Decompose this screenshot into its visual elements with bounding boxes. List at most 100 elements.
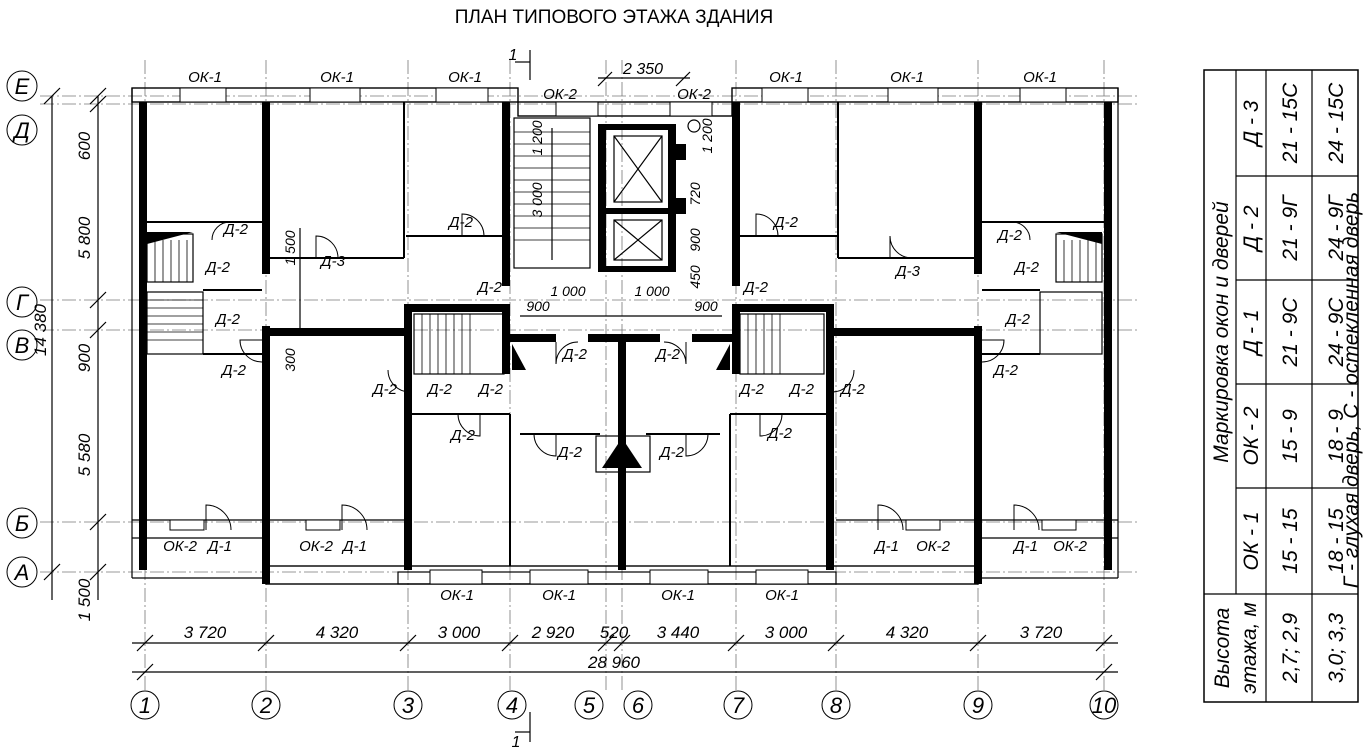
section-mark-bottom: 1 <box>512 734 521 750</box>
dim-600: 600 <box>75 131 94 160</box>
axis-label-E: Е <box>15 74 30 99</box>
label-d3: Д-3 <box>894 263 921 280</box>
label-d2: Д-2 <box>788 381 815 398</box>
marking-table: Высота этажа, м Маркировка окон и дверей… <box>1203 69 1363 703</box>
axis-label-4: 4 <box>506 693 518 718</box>
axis-bubble-4 <box>497 690 527 720</box>
label-d2: Д-2 <box>654 346 681 363</box>
section-cut-marks: 1 1 <box>509 47 531 750</box>
dim-4320a: 4 320 <box>316 623 359 642</box>
label-d2: Д-2 <box>839 381 866 398</box>
axis-bubble-1 <box>130 690 160 720</box>
section-mark-top: 1 <box>509 47 518 64</box>
dim-1500: 1 500 <box>75 578 94 621</box>
table-group-header: Маркировка окон и дверей <box>1210 201 1233 463</box>
bottom-dimension-chain: 3 720 4 320 3 000 2 920 520 3 440 3 000 … <box>132 623 1118 681</box>
label-ok2: ОК-2 <box>543 86 578 103</box>
label-ok2: ОК-2 <box>677 86 712 103</box>
axis-label-1: 1 <box>139 693 151 718</box>
dim-14380: 14 380 <box>31 303 50 356</box>
dim-900-vert: 900 <box>687 228 703 252</box>
label-d2: Д-2 <box>561 346 588 363</box>
main-staircase <box>513 117 591 269</box>
table-col-d3: Д - 3 <box>1240 100 1263 147</box>
dim-28960: 28 960 <box>587 653 641 672</box>
elevator-cabins <box>613 119 701 261</box>
axis-bubble-8 <box>821 690 851 720</box>
axis-label-10: 10 <box>1092 693 1117 718</box>
table-row2-ok1: 18 - 15 <box>1325 508 1348 574</box>
label-d2: Д-2 <box>477 381 504 398</box>
right-side-staircases <box>1039 232 1103 355</box>
label-d3: Д-3 <box>319 253 346 270</box>
axis-label-G: Г <box>16 290 30 315</box>
axis-label-3: 3 <box>402 693 415 718</box>
label-d2: Д-2 <box>738 381 765 398</box>
label-d2: Д-2 <box>996 227 1023 244</box>
axis-label-V: В <box>15 333 30 358</box>
table-row2-d1: 24 - 9С <box>1325 297 1348 368</box>
horizontal-axis-markers: Е Д Г В Б А <box>6 70 38 588</box>
dim-3000b: 3 000 <box>765 623 808 642</box>
label-d2: Д-2 <box>766 425 793 442</box>
dim-900-right: 900 <box>694 298 718 314</box>
label-ok1: ОК-1 <box>188 69 222 86</box>
label-d2: Д-2 <box>449 427 476 444</box>
label-ok1: ОК-1 <box>1023 69 1057 86</box>
inner-dimensions: 1 200 3 000 1 200 720 900 450 1 500 300 … <box>282 118 722 372</box>
label-d2: Д-2 <box>371 381 398 398</box>
label-ok2: ОК-2 <box>163 538 198 555</box>
table-col-d2: Д - 2 <box>1240 205 1263 252</box>
axis-bubble-10 <box>1089 690 1119 720</box>
table-row2-height: 3,0; 3,3 <box>1325 613 1348 683</box>
page-title: ПЛАН ТИПОВОГО ЭТАЖА ЗДАНИЯ <box>455 7 774 28</box>
dim-3000-stair: 3 000 <box>529 182 545 217</box>
label-d1: Д-1 <box>1012 538 1038 555</box>
label-ok1: ОК-1 <box>448 69 482 86</box>
axis-bubble-3 <box>393 690 423 720</box>
table-row2-d2: 24 - 9Г <box>1325 194 1348 262</box>
label-d1: Д-1 <box>873 538 899 555</box>
label-d2: Д-2 <box>222 221 249 238</box>
vertical-axis-markers: 1 2 3 4 5 6 7 8 9 10 <box>130 690 1119 720</box>
dim-1200-left: 1 200 <box>529 120 545 155</box>
label-d2: Д-2 <box>204 259 231 276</box>
dim-1000-left: 1 000 <box>550 283 585 299</box>
label-d2: Д-2 <box>476 279 503 296</box>
dim-3440: 3 440 <box>657 623 700 642</box>
load-bearing-walls <box>139 102 1112 584</box>
table-row1-ok1: 15 - 15 <box>1279 508 1302 574</box>
table-row2-ok2: 18 - 9 <box>1325 409 1348 463</box>
axis-bubble-9 <box>963 690 993 720</box>
table-row1-ok2: 15 - 9 <box>1279 409 1302 463</box>
dim-3000a: 3 000 <box>438 623 481 642</box>
label-ok2: ОК-2 <box>299 538 334 555</box>
axis-label-5: 5 <box>583 693 596 718</box>
door-labels: Д-1 Д-1 Д-1 Д-1 Д-3 Д-3 Д-2 Д-2 Д-2 Д-2 … <box>204 214 1040 555</box>
label-ok2: ОК-2 <box>1053 538 1088 555</box>
label-d2: Д-2 <box>992 362 1019 379</box>
table-height-header2: этажа, м <box>1238 602 1261 693</box>
dim-450: 450 <box>687 265 703 289</box>
dim-1000-right: 1 000 <box>634 283 669 299</box>
table-col-ok1: ОК - 1 <box>1240 511 1263 570</box>
label-d1: Д-1 <box>341 538 367 555</box>
axis-bubble-6 <box>623 690 653 720</box>
left-side-staircases <box>146 232 204 355</box>
dim-4320b: 4 320 <box>886 623 929 642</box>
label-d2: Д-2 <box>772 214 799 231</box>
label-ok1: ОК-1 <box>765 587 799 604</box>
label-d2: Д-2 <box>1013 259 1040 276</box>
dim-2350: 2 350 <box>622 61 663 78</box>
axis-label-9: 9 <box>972 693 984 718</box>
label-d2: Д-2 <box>658 444 685 461</box>
label-ok1: ОК-1 <box>542 587 576 604</box>
label-ok1: ОК-1 <box>890 69 924 86</box>
left-dimension-chain: 600 5 800 900 5 580 1 500 14 380 <box>31 87 107 621</box>
axis-label-D: Д <box>11 118 30 143</box>
table-legend: Г - глухая дверь, С - остекленная дверь <box>1340 192 1363 588</box>
axis-label-8: 8 <box>830 693 843 718</box>
table-row1-d1: 21 - 9С <box>1279 297 1302 368</box>
label-d2: Д-2 <box>220 362 247 379</box>
label-ok2: ОК-2 <box>916 538 951 555</box>
